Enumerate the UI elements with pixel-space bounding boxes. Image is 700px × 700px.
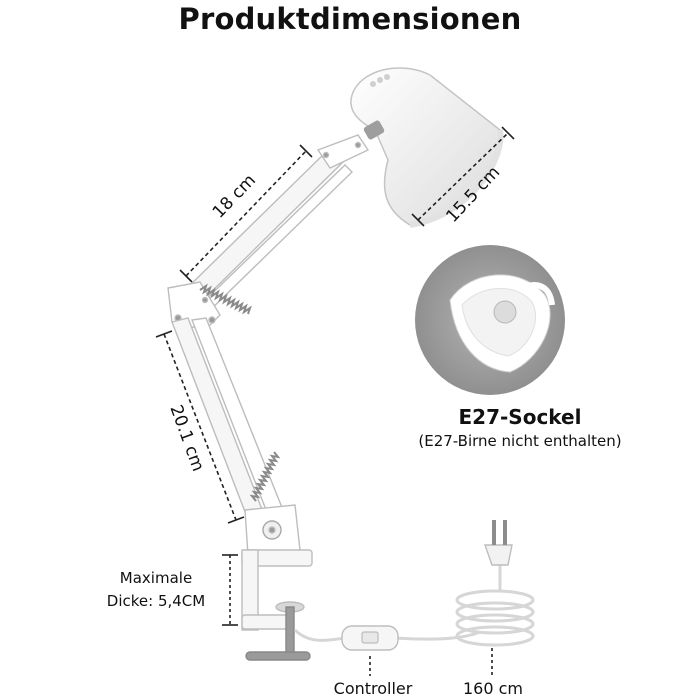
- vent-hole: [370, 81, 376, 87]
- arm-spring: [199, 283, 281, 502]
- lower-arm-length-label: 20.1 cm: [165, 402, 207, 474]
- controller-label: Controller: [333, 679, 413, 698]
- controller-switch: [341, 625, 399, 651]
- power-plug: [484, 520, 513, 566]
- vent-hole: [377, 77, 383, 83]
- table-clamp: [241, 549, 313, 661]
- page-title: Produktdimensionen: [178, 2, 522, 36]
- clamp-thickness-line2: Dicke: 5,4CM: [106, 592, 206, 610]
- socket-title: E27-Sockel: [458, 405, 582, 429]
- upper-arm-length-label: 18 cm: [209, 171, 260, 223]
- cable-length-label: 160 cm: [462, 679, 523, 698]
- dimension-lines: [155, 126, 515, 676]
- vent-hole: [384, 74, 390, 80]
- clamp-thickness-line1: Maximale: [119, 569, 193, 587]
- socket-zoom-circle: [415, 245, 565, 395]
- lamp-head: [350, 67, 504, 228]
- swivel-joint: [363, 120, 385, 140]
- power-cable: [293, 565, 535, 647]
- socket-subtitle: (E27-Birne nicht enthalten): [418, 432, 622, 450]
- lamp-arm: [167, 134, 370, 556]
